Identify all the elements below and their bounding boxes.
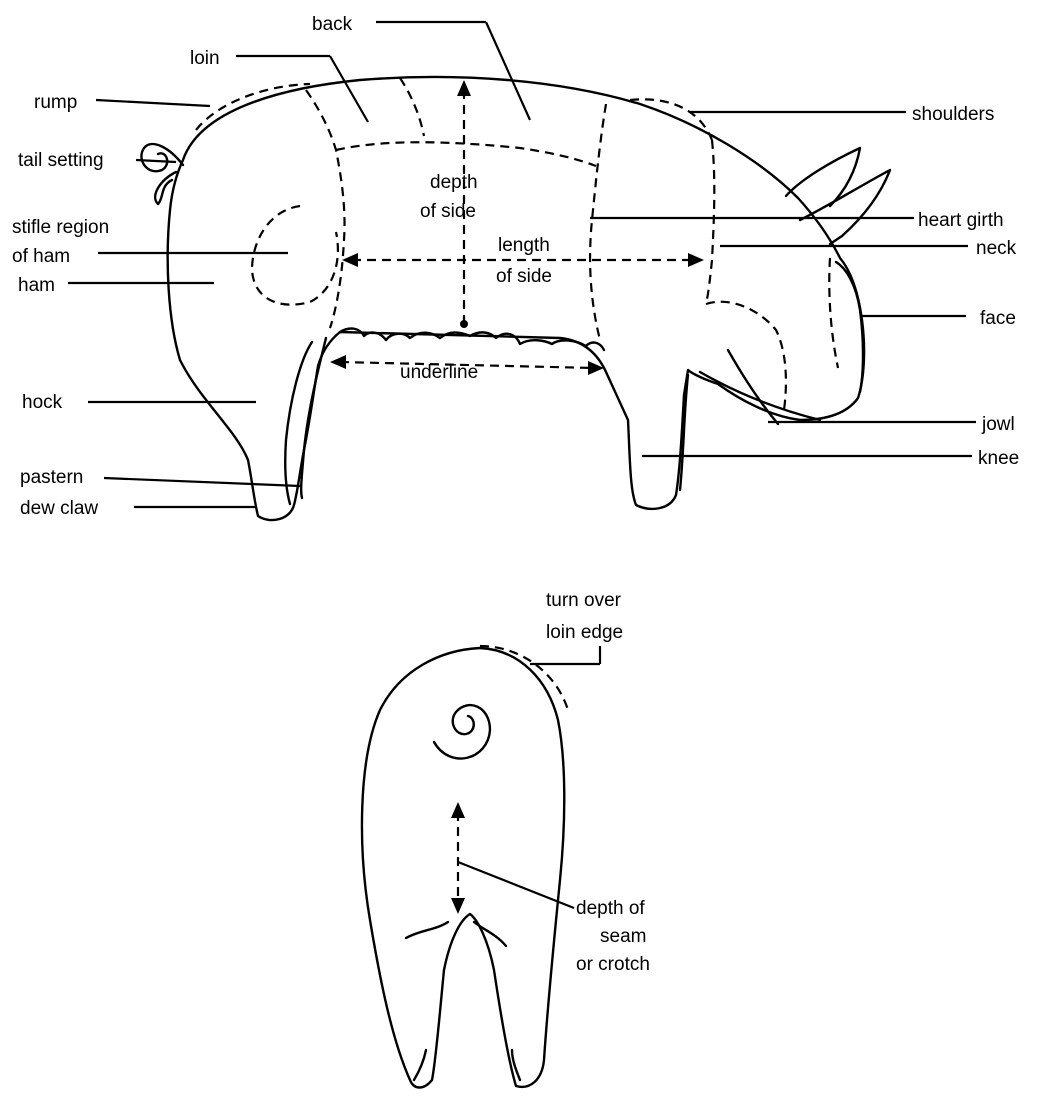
label-seam-3: or crotch [576,954,650,975]
face-dash [829,258,838,368]
hind-leg-far [301,338,326,498]
label-seam-1: depth of [576,898,645,919]
seam-arrow-top [451,802,465,818]
label-depth-2: of side [420,201,476,222]
length-arrow-left [342,253,358,267]
length-arrow-right [688,253,704,267]
label-stifle-2: of ham [12,246,70,267]
leader-pastern [104,478,300,486]
seam-arrow-bottom [451,898,465,914]
shoulder-rear-dash [590,104,606,340]
label-hock: hock [22,392,63,413]
label-rump: rump [34,92,77,113]
underline-arrow-left [330,355,346,369]
rear-body-outline [362,648,564,1088]
label-seam-2: seam [600,926,646,947]
side-top-dash [336,142,596,166]
depth-arrow-base [460,320,468,328]
loin-dash-2 [400,78,424,136]
leader-back-2 [486,22,530,120]
rear-crotch-left [406,922,448,938]
label-depth-1: depth [430,172,478,193]
label-loin: loin [190,48,220,69]
ear-front [800,170,890,244]
label-tail-setting: tail setting [18,150,104,171]
label-turn-over-1: turn over [546,590,622,611]
depth-arrow-head [457,80,471,96]
label-turn-over-2: loin edge [546,622,623,643]
shoulder-front-dash [706,140,714,304]
rear-crotch-right [474,922,506,946]
rear-tail [434,705,490,758]
label-dew-claw: dew claw [20,498,98,519]
pig-body-outline [168,77,864,520]
pig-side-view: back loin rump tail setting stifle regio… [12,14,1019,520]
label-neck: neck [976,238,1017,259]
label-pastern: pastern [20,467,83,488]
mouth-line [700,372,820,420]
snout [836,262,863,392]
label-length-2: of side [496,266,552,287]
turn-over-dash [480,646,568,710]
label-length-1: length [498,235,550,256]
label-jowl: jowl [981,414,1015,435]
label-back: back [312,14,353,35]
belly-line [340,329,604,350]
jowl-outline [728,350,778,424]
stifle-dash [252,206,338,305]
label-shoulders: shoulders [912,104,994,125]
label-stifle-1: stifle region [12,217,109,238]
leader-rump [96,100,210,106]
leader-seam [458,862,574,908]
label-knee: knee [978,448,1019,469]
label-heart-girth: heart girth [918,210,1004,231]
loin-dash-1 [306,90,345,328]
label-ham: ham [18,275,55,296]
rear-leg-left-inner [414,1050,426,1080]
pig-rear-view: turn over loin edge depth of seam or cro… [362,590,650,1088]
label-face: face [980,308,1016,329]
label-underline: underline [400,362,478,383]
leader-loin-2 [330,56,368,122]
